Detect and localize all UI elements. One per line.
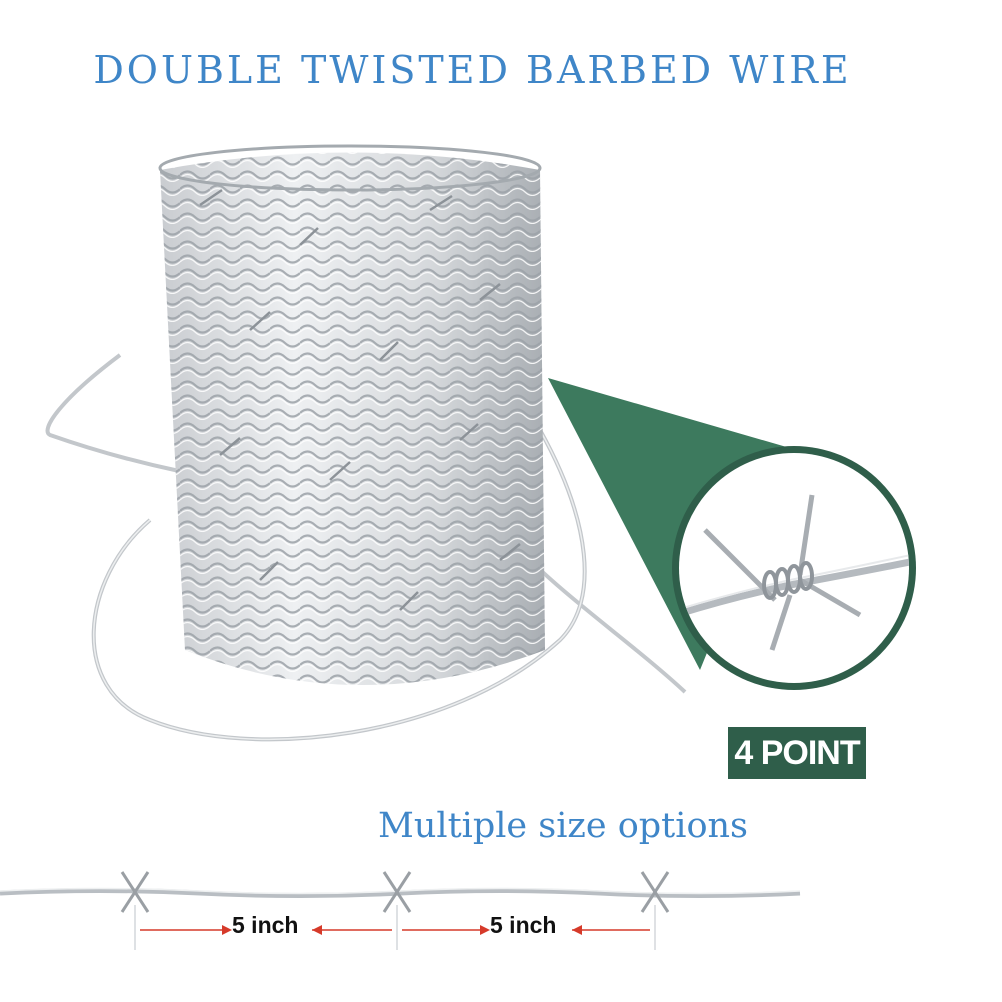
page-title: DOUBLE TWISTED BARBED WIRE: [93, 48, 852, 92]
barb-closeup: [679, 494, 909, 651]
four-point-badge: 4 POINT: [728, 727, 866, 779]
barbed-wire-coil: [158, 144, 545, 685]
size-options-subtitle: Multiple size options: [378, 806, 749, 846]
measurement-wire: [0, 871, 801, 950]
loose-wire-highlight: [92, 429, 586, 741]
dimension-arrows: [140, 925, 650, 935]
dimension-label: 5 inch: [490, 912, 557, 938]
dimension-label: 5 inch: [232, 912, 299, 938]
